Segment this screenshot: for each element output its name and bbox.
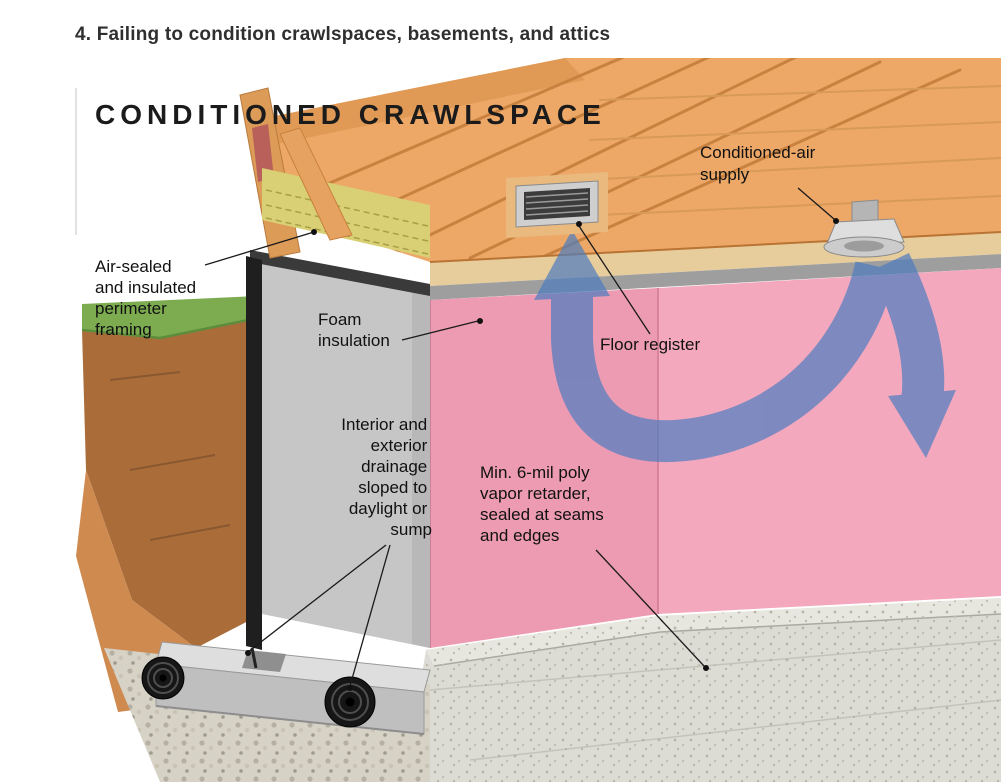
label-vapor-retarder: Min. 6-mil poly vapor retarder, sealed a… xyxy=(480,463,609,545)
label-line: Floor register xyxy=(600,335,700,354)
leader-drainage-2 xyxy=(349,544,391,687)
label-line: insulation xyxy=(318,331,390,350)
batt-face xyxy=(262,168,430,258)
label-line: and edges xyxy=(480,526,559,545)
label-line: sealed at seams xyxy=(480,505,604,524)
label-line: Air-sealed xyxy=(95,257,172,276)
label-foam-insulation: Foam insulation xyxy=(318,310,390,350)
leader-vapor xyxy=(595,549,705,667)
diagram-labels: Air-sealed and insulated perimeter frami… xyxy=(95,143,820,545)
drain-pipe-left xyxy=(141,656,185,700)
label-line: Interior and xyxy=(341,415,427,434)
diffuser-inlet xyxy=(844,240,884,252)
label-line: daylight or xyxy=(349,499,428,518)
airflow-arrows xyxy=(534,230,956,463)
label-line: perimeter xyxy=(95,299,167,318)
label-line: supply xyxy=(700,165,750,184)
label-floor-register: Floor register xyxy=(600,335,700,354)
framing-block xyxy=(252,124,274,182)
label-line: drainage xyxy=(361,457,427,476)
leader-drainage-1 xyxy=(247,544,387,653)
label-drainage: Interior and exterior drainage sloped to… xyxy=(341,415,432,539)
leader-supply xyxy=(797,187,835,220)
label-line: and insulated xyxy=(95,278,196,297)
label-line: Conditioned-air xyxy=(700,143,816,162)
airflow-arrowhead-up xyxy=(534,230,610,300)
grass-strip xyxy=(82,296,258,338)
label-line: sump xyxy=(390,520,432,539)
label-line: Min. 6-mil poly xyxy=(480,463,590,482)
leader-register xyxy=(578,225,651,335)
foam-wall-left-face xyxy=(430,288,658,648)
diagram-title: CONDITIONED CRAWLSPACE xyxy=(95,99,606,130)
label-supply: Conditioned-air supply xyxy=(700,143,820,184)
soil-section xyxy=(82,318,258,648)
label-air-sealed: Air-sealed and insulated perimeter frami… xyxy=(95,257,201,339)
label-line: framing xyxy=(95,320,152,339)
airflow-ribbon-down xyxy=(871,252,945,405)
joist-over-batt xyxy=(279,127,353,241)
supply-diffuser xyxy=(823,199,905,258)
sill-seal xyxy=(250,250,430,296)
leader-lines xyxy=(204,187,839,691)
label-line: Foam xyxy=(318,310,361,329)
airflow-arrowhead-down xyxy=(888,390,956,458)
floor-register xyxy=(506,172,608,238)
label-line: exterior xyxy=(371,436,428,455)
airflow-ribbon-to-register xyxy=(551,261,897,463)
leader-air-sealed xyxy=(204,231,315,266)
crawlspace-floor xyxy=(404,598,1001,782)
label-line: vapor retarder, xyxy=(480,484,591,503)
article-heading: 4. Failing to condition crawlspaces, bas… xyxy=(75,24,611,45)
batt-insulation xyxy=(262,127,430,258)
leader-foam xyxy=(401,320,479,341)
footing-assembly xyxy=(104,641,431,782)
label-line: sloped to xyxy=(358,478,427,497)
damp-proof-membrane xyxy=(246,256,262,650)
